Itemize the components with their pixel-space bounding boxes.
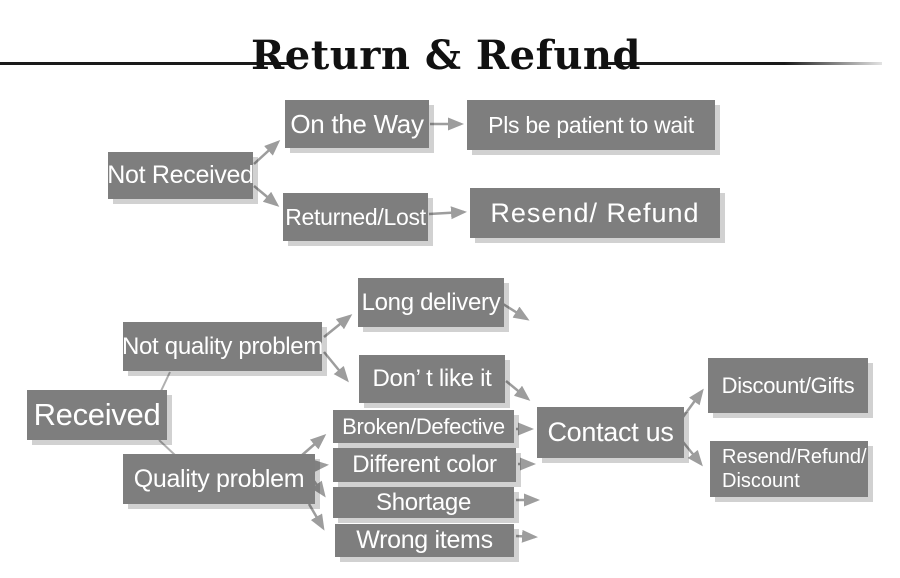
- arrow-notreceived-returnedlost: [253, 185, 280, 207]
- node-contact-us: Contact us: [537, 407, 684, 458]
- connector-received-notquality: [160, 371, 171, 392]
- node-resend-refund-discount: Resend/Refund/ Discount: [710, 441, 868, 497]
- node-shortage: Shortage: [333, 487, 514, 518]
- page-title: Return & Refund: [251, 32, 641, 79]
- arrow-notreceived-ontheway: [253, 139, 281, 165]
- arrow-wrongitems-contact: [515, 529, 538, 543]
- arrow-quality-broken: [300, 434, 327, 457]
- node-broken-defective: Broken/Defective: [333, 410, 514, 443]
- resend-refund-discount-line2: Discount: [722, 470, 800, 492]
- title-rule-right: [604, 62, 882, 65]
- title-rule-left: [0, 62, 290, 65]
- node-quality-problem: Quality problem: [123, 454, 315, 504]
- node-not-received: Not Received: [107, 152, 254, 199]
- node-wrong-items: Wrong items: [335, 524, 514, 557]
- node-different-color: Different color: [333, 448, 516, 482]
- arrow-longdelivery-out: [502, 302, 530, 321]
- arrow-contact-discountgifts: [681, 388, 704, 418]
- arrow-quality-differentcolor: [312, 459, 329, 473]
- arrow-quality-wrongitems: [307, 503, 325, 531]
- resend-refund-discount-line1: Resend/Refund/: [722, 446, 867, 468]
- arrow-notquality-dontlike: [323, 351, 349, 383]
- node-discount-gifts: Discount/Gifts: [708, 358, 868, 413]
- arrow-dontlike-contact: [505, 380, 531, 401]
- connector-received-quality: [158, 439, 177, 457]
- node-long-delivery: Long delivery: [358, 278, 504, 327]
- node-returned-lost: Returned/Lost: [283, 193, 428, 241]
- node-received: Received: [27, 390, 167, 440]
- arrow-contact-resendrefunddiscount: [682, 441, 703, 467]
- arrow-notquality-longdelivery: [323, 314, 353, 338]
- arrow-returnedlost-resendrefund: [428, 206, 467, 220]
- node-dont-like-it: Don’ t like it: [359, 355, 505, 403]
- node-on-the-way: On the Way: [285, 100, 429, 148]
- node-pls-be-patient: Pls be patient to wait: [467, 100, 715, 150]
- node-not-quality-problem: Not quality problem: [122, 322, 323, 371]
- node-resend-refund: Resend/ Refund: [470, 188, 720, 238]
- arrow-quality-shortage: [311, 480, 326, 498]
